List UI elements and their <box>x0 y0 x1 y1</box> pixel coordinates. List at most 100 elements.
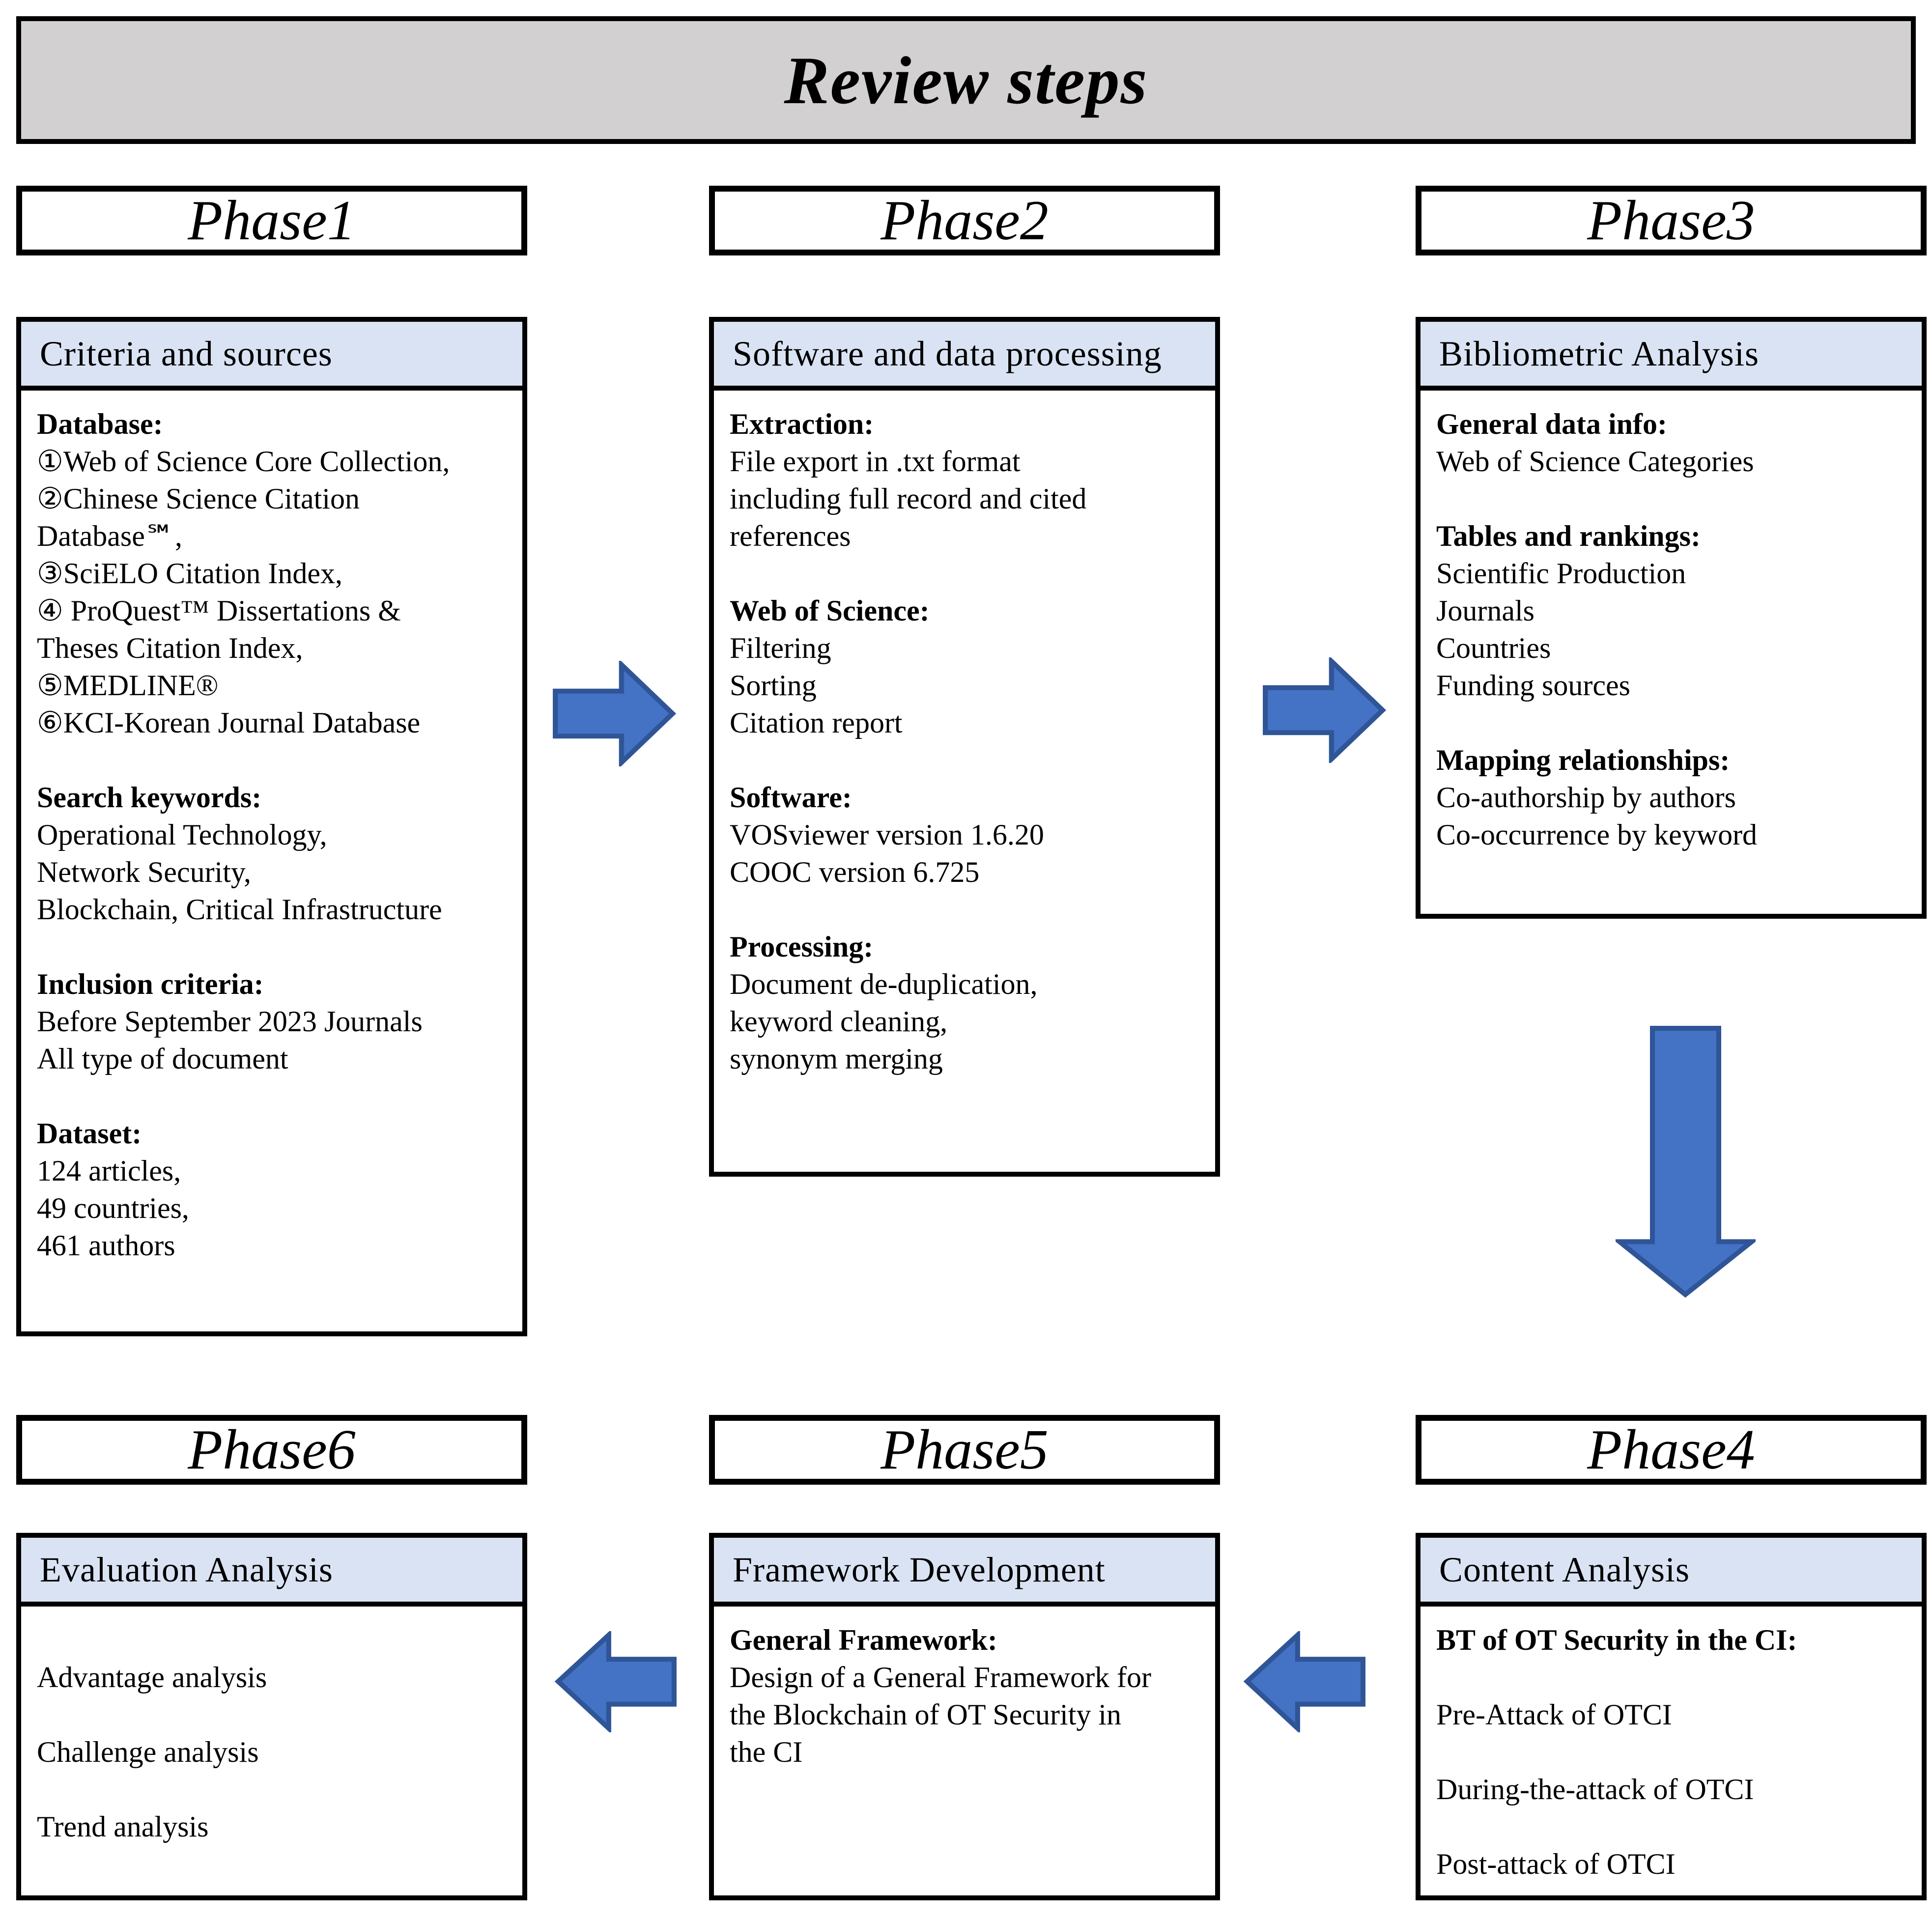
left-arrow-icon <box>554 1631 678 1732</box>
phase3-label: Phase3 <box>1587 189 1755 252</box>
text-line: Co-occurrence by keyword <box>1436 818 1758 851</box>
phase3-panel: Bibliometric Analysis General data info:… <box>1416 317 1927 919</box>
phase2-header-text: Software and data processing <box>733 334 1162 373</box>
text-line: ④ ProQuest™ Dissertations & <box>37 594 401 627</box>
phase6-body: Advantage analysis Challenge analysis Tr… <box>21 1607 522 1845</box>
text-line: Tables and rankings: <box>1436 520 1701 552</box>
text-line: including full record and cited <box>730 482 1087 515</box>
text-line: synonym merging <box>730 1043 943 1075</box>
text-line <box>37 1077 510 1115</box>
text-line: Funding sources <box>1436 669 1630 702</box>
phase5-panel: Framework Development General Framework:… <box>709 1533 1220 1900</box>
phase1-header-text: Criteria and sources <box>40 334 333 373</box>
text-line <box>37 1696 510 1733</box>
phase1-label-box: Phase1 <box>16 186 527 255</box>
phase6-panel: Evaluation Analysis Advantage analysis C… <box>16 1533 527 1900</box>
text-line: Filtering <box>730 632 831 664</box>
text-line: Scientific Production <box>1436 557 1686 590</box>
phase1-header: Criteria and sources <box>21 322 522 391</box>
text-line: Design of a General Framework for <box>730 1661 1152 1693</box>
text-line <box>37 741 510 779</box>
text-line: 49 countries, <box>37 1192 189 1224</box>
text-line: Database: <box>37 408 163 440</box>
text-line: Countries <box>1436 632 1551 664</box>
phase3-label-box: Phase3 <box>1416 186 1927 255</box>
text-line: File export in .txt format <box>730 445 1021 478</box>
phase5-label: Phase5 <box>881 1418 1049 1481</box>
phase5-body: General Framework: Design of a General F… <box>714 1607 1215 1771</box>
text-line: General data info: <box>1436 408 1667 440</box>
text-line: General Framework: <box>730 1624 997 1656</box>
text-line: ③SciELO Citation Index, <box>37 557 343 590</box>
text-line: Web of Science: <box>730 594 930 627</box>
text-line: Citation report <box>730 706 903 739</box>
text-line: 124 articles, <box>37 1155 181 1187</box>
text-line: Theses Citation Index, <box>37 632 303 664</box>
text-line <box>1436 1808 1909 1845</box>
left-arrow-icon <box>1243 1631 1367 1732</box>
text-line <box>730 741 1202 779</box>
text-line: BT of OT Security in the CI: <box>1436 1624 1797 1656</box>
text-line: COOC version 6.725 <box>730 856 980 888</box>
text-line: Challenge analysis <box>37 1736 259 1768</box>
right-arrow-icon <box>1261 657 1387 763</box>
phase3-body: General data info: Web of Science Catego… <box>1421 391 1922 853</box>
phase1-body: Database: ①Web of Science Core Collectio… <box>21 391 522 1264</box>
phase2-label-box: Phase2 <box>709 186 1220 255</box>
text-line: Dataset: <box>37 1117 142 1150</box>
text-line: Search keywords: <box>37 781 262 814</box>
text-line: Journals <box>1436 594 1534 627</box>
diagram-title: Review steps <box>784 42 1148 118</box>
phase4-panel: Content Analysis BT of OT Security in th… <box>1416 1533 1927 1900</box>
text-line: references <box>730 520 851 552</box>
text-line: 461 authors <box>37 1229 175 1262</box>
text-line: Network Security, <box>37 856 251 888</box>
phase2-header: Software and data processing <box>714 322 1215 391</box>
text-line: Before September 2023 Journals <box>37 1005 423 1038</box>
phase2-label: Phase2 <box>881 189 1049 252</box>
text-line: the CI <box>730 1736 803 1768</box>
text-line: Operational Technology, <box>37 818 327 851</box>
phase4-label: Phase4 <box>1587 1418 1755 1481</box>
text-line: ②Chinese Science Citation <box>37 482 360 515</box>
text-line: keyword cleaning, <box>730 1005 948 1038</box>
text-line: VOSviewer version 1.6.20 <box>730 818 1044 851</box>
text-line <box>1436 704 1909 741</box>
text-line: Mapping relationships: <box>1436 744 1730 776</box>
right-arrow-icon <box>551 661 677 766</box>
text-line <box>37 928 510 965</box>
text-line: the Blockchain of OT Security in <box>730 1698 1122 1731</box>
text-line: Inclusion criteria: <box>37 968 264 1000</box>
text-line <box>1436 1733 1909 1771</box>
text-line <box>1436 1659 1909 1696</box>
text-line: All type of document <box>37 1043 288 1075</box>
text-line: Web of Science Categories <box>1436 445 1754 478</box>
phase4-header: Content Analysis <box>1421 1538 1922 1607</box>
text-line: Processing: <box>730 931 874 963</box>
phase1-panel: Criteria and sources Database: ①Web of S… <box>16 317 527 1336</box>
text-line: During-the-attack of OTCI <box>1436 1773 1754 1806</box>
text-line <box>730 891 1202 928</box>
phase6-label: Phase6 <box>188 1418 356 1481</box>
phase3-header-text: Bibliometric Analysis <box>1439 334 1759 373</box>
phase2-panel: Software and data processing Extraction:… <box>709 317 1220 1177</box>
text-line: Database℠, <box>37 520 183 552</box>
text-line <box>37 1771 510 1808</box>
phase5-header: Framework Development <box>714 1538 1215 1607</box>
phase5-header-text: Framework Development <box>733 1550 1106 1589</box>
phase3-header: Bibliometric Analysis <box>1421 322 1922 391</box>
text-line <box>730 555 1202 592</box>
text-line: ⑥KCI-Korean Journal Database <box>37 706 421 739</box>
down-arrow-icon <box>1616 1024 1756 1298</box>
phase4-header-text: Content Analysis <box>1439 1550 1690 1589</box>
text-line: Software: <box>730 781 852 814</box>
text-line: Advantage analysis <box>37 1661 267 1693</box>
diagram-title-bar: Review steps <box>16 16 1916 144</box>
phase2-body: Extraction: File export in .txt format i… <box>714 391 1215 1077</box>
text-line: Trend analysis <box>37 1810 209 1843</box>
phase4-body: BT of OT Security in the CI: Pre-Attack … <box>1421 1607 1922 1883</box>
text-line: Post-attack of OTCI <box>1436 1848 1676 1880</box>
phase6-header-text: Evaluation Analysis <box>40 1550 333 1589</box>
text-line: Extraction: <box>730 408 874 440</box>
phase6-label-box: Phase6 <box>16 1415 527 1485</box>
